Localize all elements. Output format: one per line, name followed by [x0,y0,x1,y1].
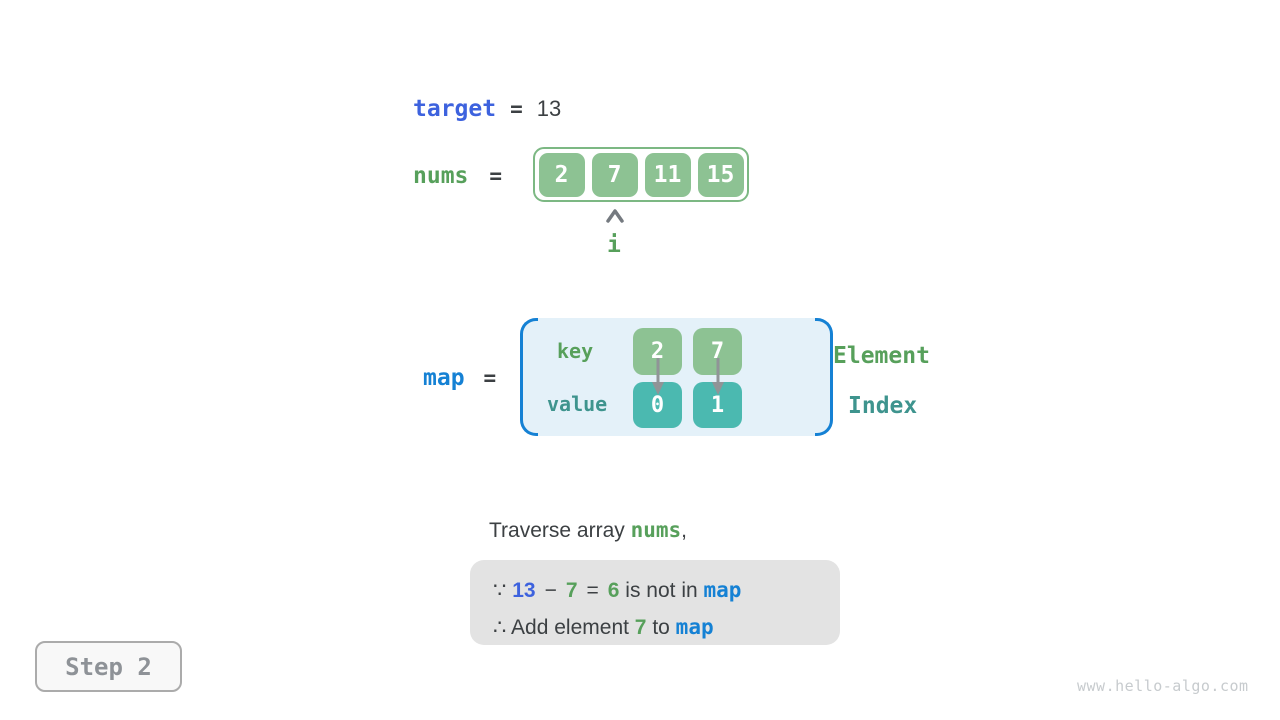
caption-prefix: Traverse array [489,519,631,542]
watermark: www.hello-algo.com [1077,677,1249,695]
map-bracket-right [815,318,833,436]
note-line1-text: is not in [619,579,704,602]
map-name: map [423,365,465,391]
index-annotation: Index [848,393,918,419]
step-badge: Step 2 [35,641,182,692]
minus-sign: − [544,579,557,602]
pointer-caret-icon [606,209,624,223]
note-element-value: 7 [565,579,578,602]
nums-cell-2: 11 [644,152,691,197]
nums-array: 2 7 11 15 [533,147,749,202]
caption-text: Traverse array nums, [489,517,687,544]
nums-cell-1: 7 [591,152,638,197]
nums-equals: = [489,164,503,188]
nums-cell-3: 15 [697,152,744,197]
target-value: 13 [536,96,562,121]
note-target-value: 13 [512,579,536,602]
note-line-2: ∴ Add element 7 to map [493,609,840,646]
therefore-symbol: ∴ [493,616,512,639]
key-to-value-arrow-icon [712,358,724,395]
note-line2-mid: to [646,616,676,639]
note-line2-element: 7 [634,616,647,639]
caption-nums-code: nums [630,518,682,542]
map-key-label: key [557,339,594,363]
note-map-code: map [703,578,742,602]
because-symbol: ∵ [493,579,513,602]
note-diff-value: 6 [607,579,620,602]
target-name: target [413,96,497,122]
map-bracket-left [520,318,538,436]
target-equals: = [510,97,523,121]
map-value-label: value [547,392,608,416]
note-line2-map-code: map [675,615,714,639]
nums-cell-0: 2 [538,152,585,197]
key-to-value-arrow-icon [652,358,664,395]
pointer-i-label: i [607,232,621,258]
map-label: map = [423,365,496,391]
target-row: target = 13 [413,96,561,122]
note-box: ∵ 13−7=6 is not in map ∴ Add element 7 t… [470,560,840,645]
caption-suffix: , [681,519,688,542]
nums-name: nums [413,163,469,189]
note-line-1: ∵ 13−7 = 6 is not in map [493,572,840,609]
nums-label: nums = [413,163,502,189]
note-line2-text: Add element [511,616,635,639]
equals-sign: = [586,579,599,602]
map-equals: = [483,366,497,390]
element-annotation: Element [833,343,930,369]
